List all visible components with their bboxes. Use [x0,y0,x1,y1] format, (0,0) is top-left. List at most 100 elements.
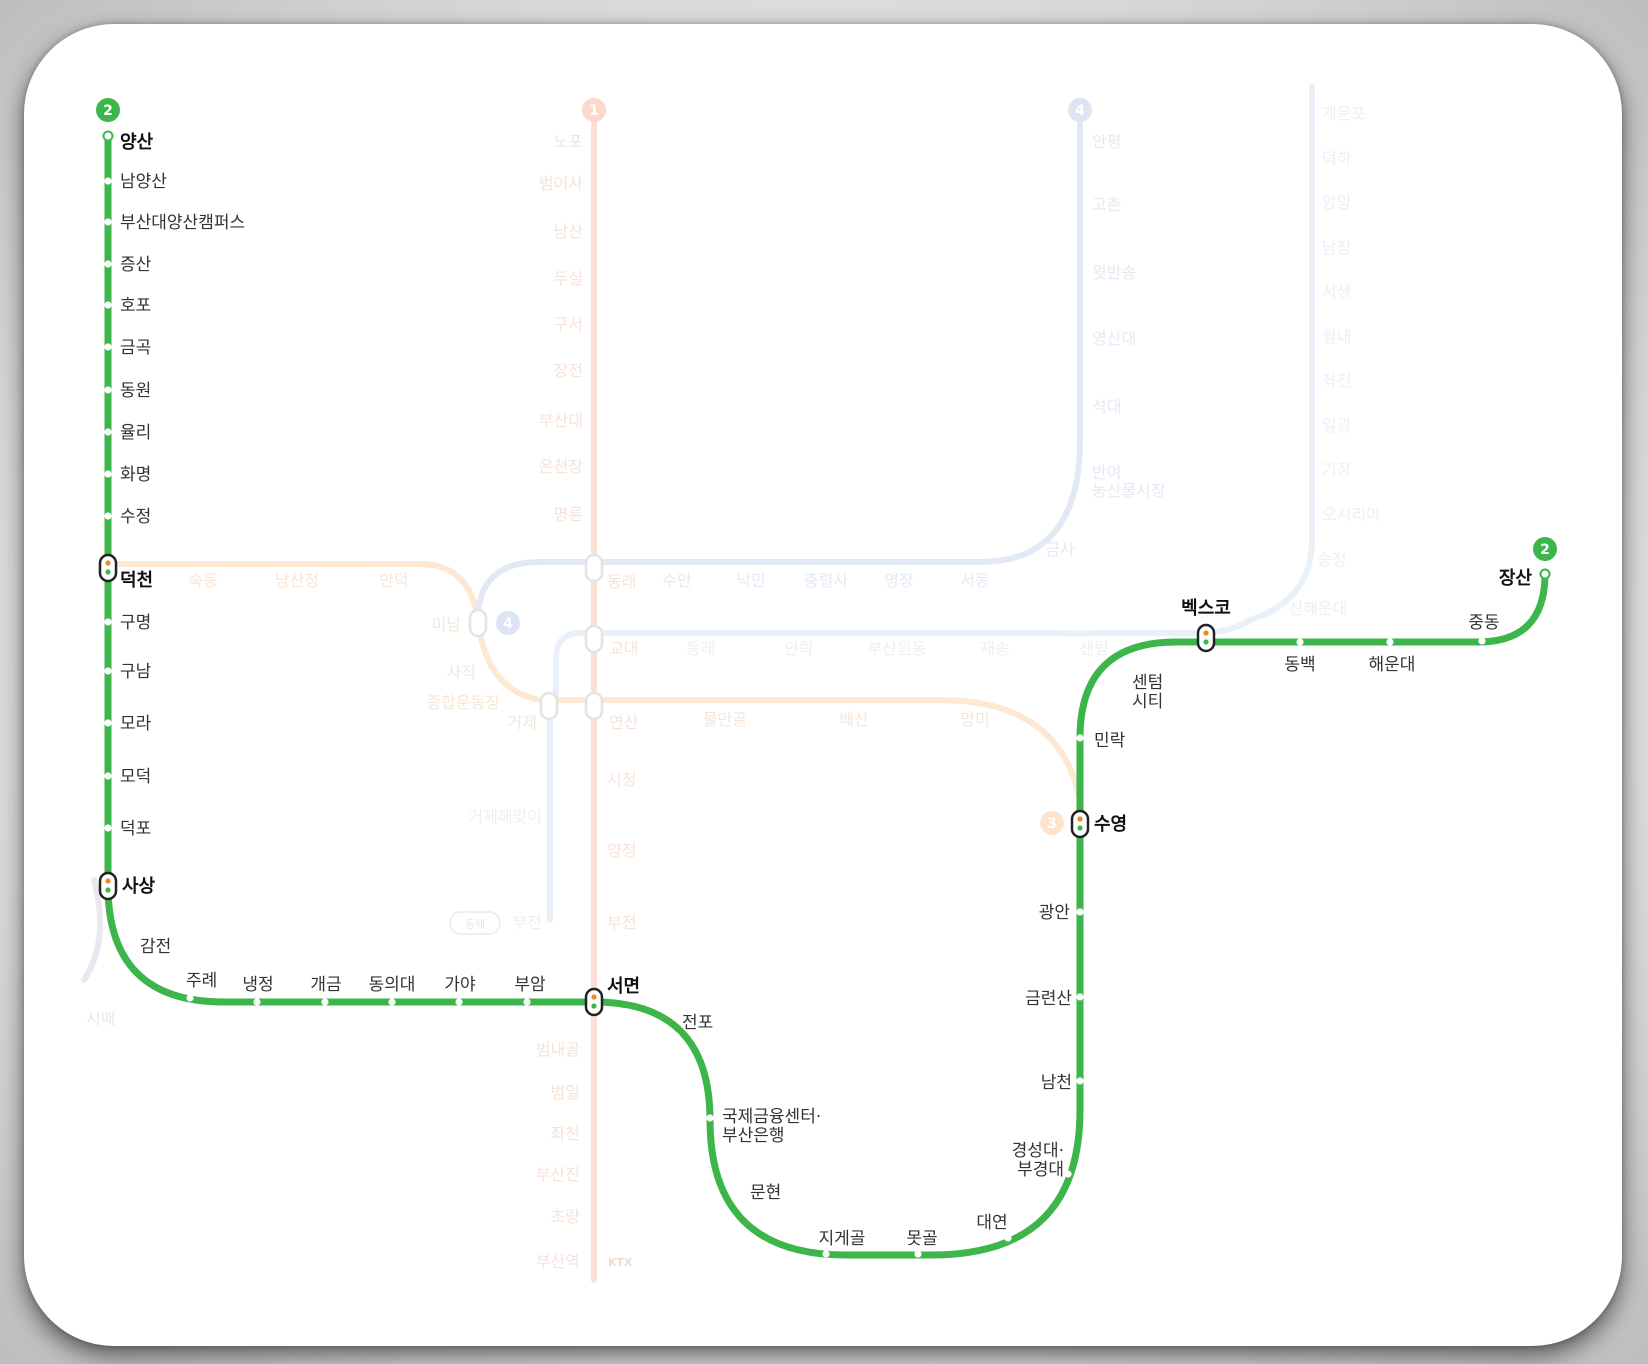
line2-badge-top: 2 [96,98,120,122]
station-dot [1076,908,1084,916]
station-dot [706,1114,714,1122]
line3-label-0: 숙등 [188,571,217,590]
station-26[interactable]: 국제금융센터·부산은행 [706,1107,821,1146]
station-40[interactable]: 해운대 [1369,638,1416,675]
faded-station-labels: 노포범어사남산두실구서장전부산대온천장명륜동래교대연산시청양정부전서면범내골범일… [0,0,1381,1271]
transfer-marker [1196,623,1216,653]
station-dot [186,994,194,1002]
station-label: 동백 [1284,655,1315,675]
station-33[interactable]: 금련산 [1025,989,1084,1009]
station-17[interactable]: 감전 [130,937,171,962]
station-20[interactable]: 개금 [310,975,342,1006]
station-29[interactable]: 못골 [906,1229,938,1258]
station-14[interactable]: 모덕 [104,767,151,787]
station-15[interactable]: 덕포 [104,819,151,839]
line1-label-6: 부산대 [539,411,583,430]
station-8[interactable]: 화명 [104,465,151,485]
station-16[interactable]: 사상 [98,871,156,901]
station-38[interactable]: 벡스코 [1181,598,1231,653]
station-24[interactable]: 서면 [584,976,640,1017]
station-5[interactable]: 금곡 [104,338,151,358]
station-35[interactable]: 수영 [1070,809,1127,839]
station-2[interactable]: 부산대양산캠퍼스 [104,213,245,233]
station-13[interactable]: 모라 [104,714,152,734]
station-label: 광안 [1039,903,1071,923]
station-0[interactable]: 양산 [102,130,154,154]
donghae-label-18: 교대 [0,0,29,4]
line1-label-2: 남산 [554,222,584,241]
line1-label-17: 범일 [551,1083,580,1102]
station-label: 국제금융센터·부산은행 [722,1107,821,1146]
station-32[interactable]: 남천 [1041,1073,1084,1093]
donghae-label-0: 개운포 [1322,104,1366,123]
station-4[interactable]: 호포 [104,296,151,316]
transfer-marker [1070,809,1090,839]
station-6[interactable]: 동원 [104,381,151,401]
station-dot [1076,734,1084,742]
line4-label-6: 금사 [1045,540,1075,559]
line4-label-2: 윗반송 [1092,263,1136,282]
line4-badge: 4 [1075,103,1085,119]
line1-label-20: 초량 [551,1207,581,1226]
donghae-label-7: 일광 [1322,416,1352,435]
station-39[interactable]: 동백 [1284,638,1316,675]
station-12[interactable]: 구남 [104,662,152,682]
donghae-label-12: 벡스코 [0,0,44,4]
station-3[interactable]: 증산 [104,255,152,275]
station-42[interactable]: 장산 [1499,568,1551,589]
station-25[interactable]: 전포 [672,1013,713,1040]
donghae-label-9: 오시리아 [1322,505,1381,524]
line1-label-13: 양정 [607,841,636,860]
station-30[interactable]: 대연 [976,1213,1012,1242]
station-36[interactable]: 민락 [1076,731,1126,751]
line3-label-10: 망미 [960,710,989,729]
line1-label-21: 부산역 [536,1252,580,1271]
line4-label-1: 고촌 [1092,195,1121,214]
line3-label-6: 거제 [508,713,537,732]
donghae-label-4: 서생 [1322,282,1351,301]
donghae-label-5: 월내 [1322,327,1351,346]
station-19[interactable]: 냉정 [242,975,274,1006]
station-dot [104,512,112,520]
station-11[interactable]: 구명 [104,613,151,633]
station-31[interactable]: 경성대·부경대 [1012,1141,1072,1180]
station-dot [102,130,114,142]
station-dot [104,824,112,832]
station-7[interactable]: 율리 [104,423,151,443]
faded-badges: 1 4 4 3 동해 [449,98,1092,935]
ktx-note: KTX [608,1256,633,1269]
station-dot [1386,638,1394,646]
edge-left-path [81,877,104,983]
station-dot [455,998,463,1006]
station-22[interactable]: 가야 [444,975,476,1006]
station-18[interactable]: 주례 [186,971,217,1002]
line3-label-4: 사직 [447,663,476,682]
station-label: 율리 [120,423,151,443]
station-9[interactable]: 수정 [104,507,151,527]
station-dot [104,343,112,351]
station-dot [104,470,112,478]
station-dot [740,1202,748,1210]
station-dot [1539,568,1551,580]
station-1[interactable]: 남양산 [104,172,167,192]
station-41[interactable]: 중동 [1468,613,1500,645]
station-label: 남양산 [120,172,167,192]
station-34[interactable]: 광안 [1039,903,1084,923]
faded-markers [468,553,604,721]
line1-label-16: 범내골 [536,1040,580,1059]
line1-label-5: 장전 [554,361,583,380]
station-10[interactable]: 덕천 [98,553,153,591]
station-27[interactable]: 문현 [740,1183,781,1210]
station-label: 구남 [120,662,152,682]
line1-label-1: 범어사 [539,174,583,193]
station-dot [1296,638,1304,646]
station-28[interactable]: 지게골 [819,1229,866,1258]
station-23[interactable]: 부암 [514,975,546,1006]
station-label: 사상 [122,876,156,897]
line4-label-0: 안평 [1092,132,1121,151]
donghae-label-15: 부산원동 [868,639,927,658]
transfer-marker [98,871,118,901]
line3-label-1: 남산정 [275,571,319,590]
station-21[interactable]: 동의대 [369,975,416,1006]
